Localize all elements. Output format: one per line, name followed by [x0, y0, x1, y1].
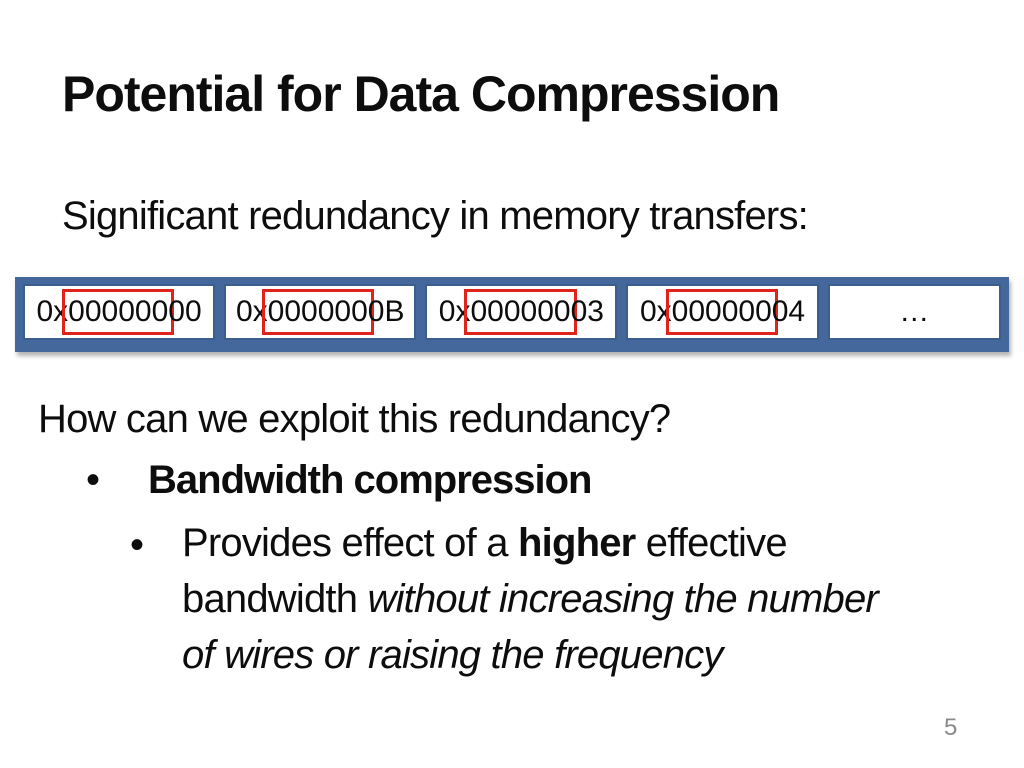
ellipsis-text: …: [899, 295, 930, 328]
paragraph-line: of wires or raising the frequency: [182, 627, 992, 683]
slide-title: Potential for Data Compression: [62, 66, 780, 122]
address-suffix: 04: [771, 295, 806, 328]
slide-subtitle: Significant redundancy in memory transfe…: [62, 194, 809, 238]
address-highlighted-digits: 000000: [62, 289, 175, 335]
text-run: Provides effect of a: [182, 521, 518, 565]
text-run: higher: [518, 521, 636, 565]
address-highlighted-digits: 000000: [261, 289, 374, 335]
paragraph-line: Provides effect of a higher effective: [182, 515, 992, 571]
address-prefix: 0x: [639, 295, 672, 328]
bullet1-label: Bandwidth compression: [148, 458, 592, 502]
address-highlighted-digits: 000000: [665, 289, 778, 335]
text-run: effective: [635, 521, 788, 565]
address-prefix: 0x: [438, 295, 471, 328]
address-suffix: 0B: [367, 295, 405, 328]
text-run: bandwidth: [182, 577, 368, 621]
paragraph-line: bandwidth without increasing the number: [182, 571, 992, 627]
address-suffix: 00: [168, 295, 202, 328]
text-run: without increasing the number: [367, 577, 878, 621]
page-number: 5: [944, 714, 958, 741]
address-prefix: 0x: [235, 295, 268, 328]
bullet-icon: •: [86, 458, 101, 502]
address-prefix: 0x: [36, 295, 69, 328]
text-run: of wires or raising the frequency: [182, 633, 723, 677]
address-suffix: 03: [570, 295, 604, 328]
question-text: How can we exploit this redundancy?: [38, 397, 671, 441]
ellipsis-cell: …: [827, 284, 1001, 340]
bullet-icon: •: [130, 523, 145, 567]
address-highlighted-digits: 000000: [464, 289, 577, 335]
